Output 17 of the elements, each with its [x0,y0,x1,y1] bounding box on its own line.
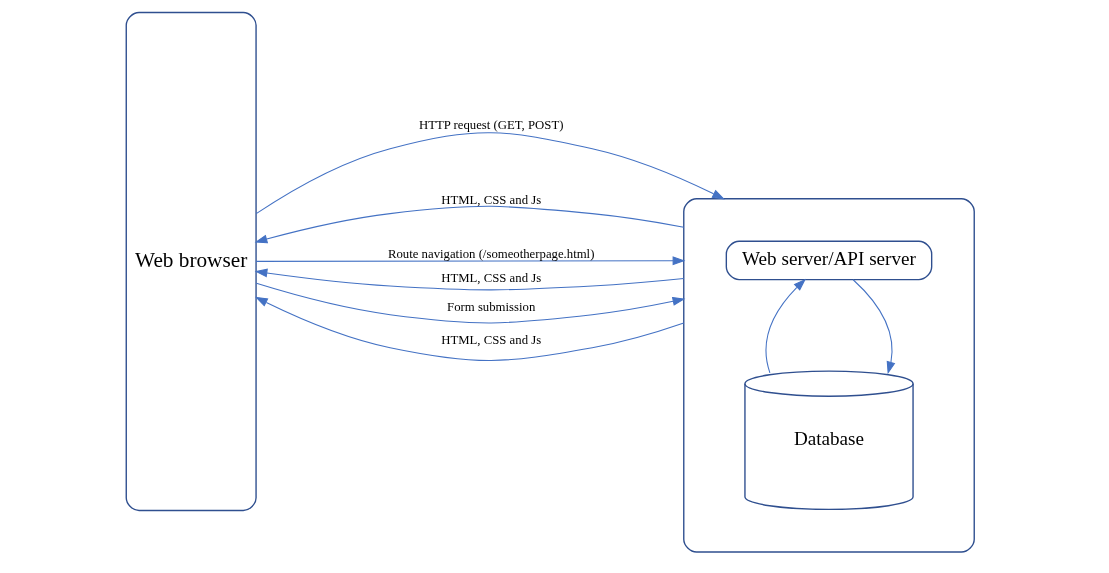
edge-label: Route navigation (/someotherpage.html) [387,246,595,261]
edge-label: HTML, CSS and Js [441,192,542,207]
arrow [254,268,685,291]
node-box: Web server/API server [725,240,933,281]
arrow [255,132,725,215]
arrow [852,279,896,375]
edge-label: HTML, CSS and Js [441,271,542,286]
arrow [254,205,685,244]
arrow [254,296,685,361]
edge-label: Form submission [447,300,536,315]
cluster [683,198,975,553]
node-box: Web browser [125,11,257,512]
edge-label: HTML, CSS and Js [441,333,542,348]
arrow [255,282,686,324]
arrow [765,278,806,374]
edge-label: HTTP request (GET, POST) [418,118,564,133]
arrow [255,256,686,266]
